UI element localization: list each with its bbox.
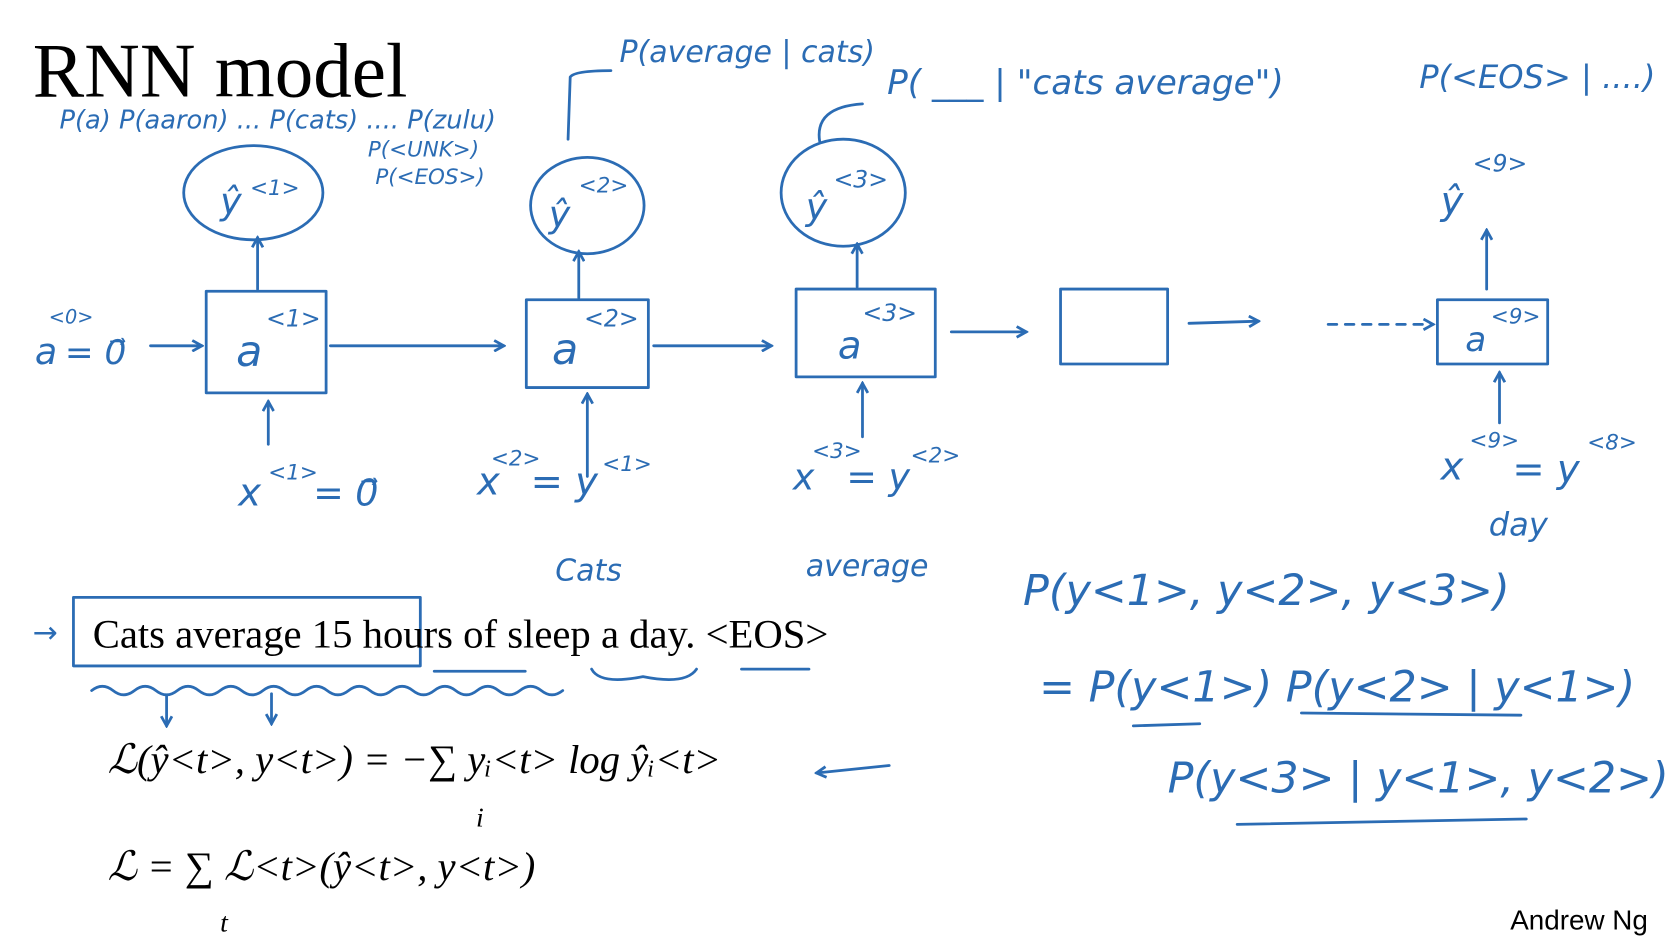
underline-p-y1	[1131, 722, 1202, 728]
sentence-underlines	[90, 667, 811, 726]
cell-label-1: a	[236, 327, 262, 377]
p-blank-given-cats-average: P( ___ | "cats average")	[887, 63, 1284, 103]
output-sup-2: <2>	[579, 174, 629, 199]
slide-title: RNN model	[33, 27, 408, 113]
output-label-1: ŷ	[219, 180, 242, 223]
input-sup-2: <2>	[491, 447, 541, 472]
cell-sup-2: <2>	[584, 305, 638, 333]
step-loss-formula: ℒ(ŷ<t>, y<t>) = −∑ yᵢ<t> log ŷᵢ<t>	[108, 737, 721, 782]
vertical-arrows	[258, 230, 1500, 478]
cell-sup-9: <9>	[1491, 304, 1541, 329]
arrow-to-loss	[816, 764, 891, 772]
cell-sup-3: <3>	[862, 299, 916, 327]
output-label-2: ŷ	[548, 193, 571, 236]
rnn-cell-1	[204, 289, 328, 395]
output-node-2	[529, 155, 646, 256]
cell-label-9: a	[1465, 320, 1486, 360]
rnn-cell-4-empty	[1059, 287, 1170, 366]
author-credit: Andrew Ng	[1510, 904, 1648, 935]
joint-probability: P(y<1>, y<2>, y<3>)	[1023, 566, 1510, 616]
sentence-arrow: →	[33, 615, 58, 650]
squiggle-underline	[90, 684, 565, 697]
a0-sup: <0>	[49, 305, 94, 328]
output-label-9: ŷ	[1440, 179, 1465, 224]
word-label-day: day	[1489, 505, 1549, 543]
cell-label-2: a	[552, 325, 578, 375]
input-value-1: = 0⃗	[313, 471, 378, 514]
underline-p-y2	[1300, 711, 1523, 717]
p-eos-given: P(<EOS> | ....)	[1419, 58, 1655, 96]
cell-label-3: a	[838, 324, 862, 369]
input-sup-9: <9>	[1470, 429, 1520, 454]
output-sup-3: <3>	[834, 165, 888, 193]
input-label-3: x	[792, 455, 815, 498]
a0-label: a	[35, 330, 57, 373]
unk-probability: P(<UNK>)	[368, 137, 479, 162]
callout-line-1	[566, 69, 613, 141]
callout-line-2	[817, 102, 864, 143]
rnn-cell-2	[524, 298, 650, 389]
eos-probability: P(<EOS>)	[375, 165, 484, 190]
input-label-1: x	[237, 470, 262, 515]
input-value-sup-3: <2>	[911, 444, 961, 469]
underline-p-y3	[1235, 817, 1528, 826]
input-sup-1: <1>	[268, 461, 318, 486]
input-value-sup-9: <8>	[1587, 431, 1637, 456]
sentence-highlight-box	[72, 596, 422, 668]
a0-value: = 0⃗	[65, 333, 126, 373]
chain-rule-line-2: = P(y<1>) P(y<2> | y<1>)	[1039, 662, 1635, 712]
arrow-cell4-out	[1187, 321, 1259, 323]
total-loss-index: t	[220, 907, 229, 938]
vocab-probabilities: P(a) P(aaron) ... P(cats) .... P(zulu)	[60, 105, 496, 135]
input-value-sup-2: <1>	[602, 452, 652, 477]
output-node-3	[779, 137, 907, 248]
input-value-9: = y	[1512, 447, 1581, 492]
input-label-2: x	[476, 460, 501, 505]
rnn-cell-9	[1436, 298, 1550, 366]
output-sup-1: <1>	[250, 176, 300, 201]
input-sup-3: <3>	[812, 439, 862, 464]
rnn-cell-3	[794, 287, 937, 379]
training-sentence: Cats average 15 hours of sleep a day. <E…	[93, 612, 829, 657]
input-value-3: = y	[846, 455, 910, 498]
step-loss-index: i	[476, 803, 484, 834]
word-label-cats: Cats	[555, 553, 622, 588]
output-sup-9: <9>	[1473, 149, 1527, 177]
output-label-3: ŷ	[805, 185, 828, 228]
input-value-2: = y	[531, 460, 600, 505]
chain-rule-line-3: P(y<3> | y<1>, y<2>)	[1168, 753, 1669, 803]
input-label-9: x	[1440, 445, 1465, 490]
cell-sup-1: <1>	[266, 305, 320, 333]
underline-sleep	[590, 667, 698, 681]
recurrent-arrows	[149, 321, 1434, 346]
total-loss-formula: ℒ = ∑ ℒ<t>(ŷ<t>, y<t>)	[108, 844, 536, 889]
word-label-average: average	[806, 549, 929, 584]
p-average-given-cats: P(average | cats)	[619, 35, 874, 70]
